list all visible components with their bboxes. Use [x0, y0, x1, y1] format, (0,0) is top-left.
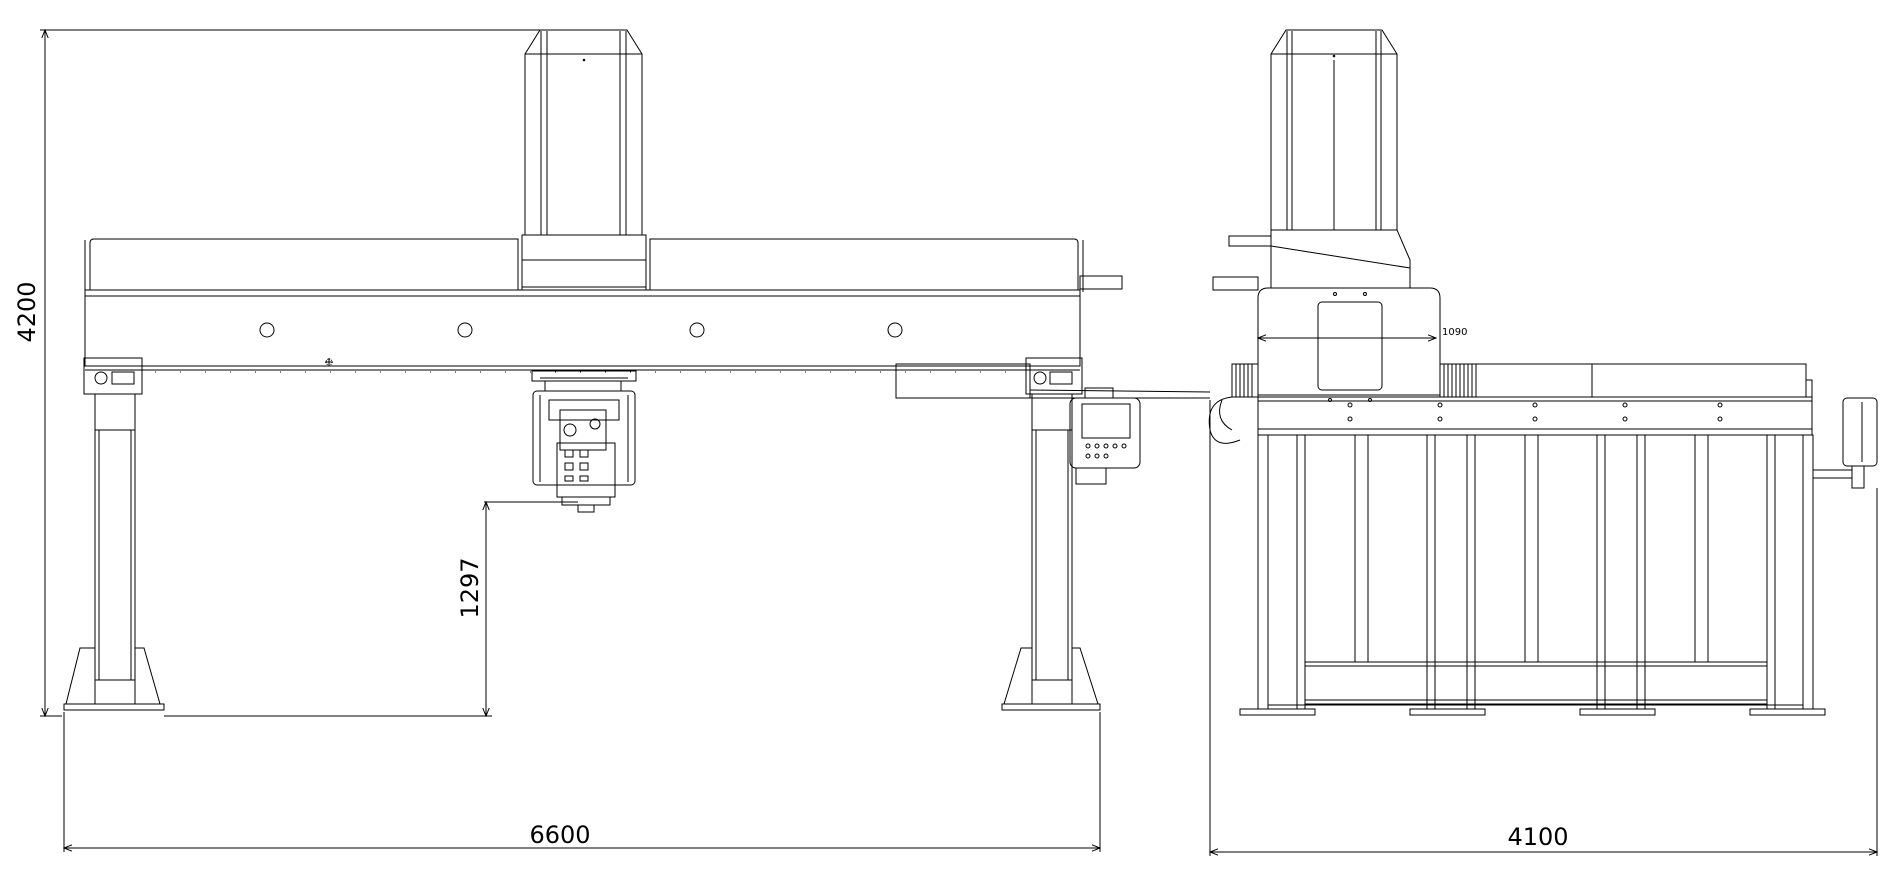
spindle-head — [532, 371, 636, 512]
dim-label-1090: 1090 — [1442, 327, 1467, 338]
right-column — [1002, 358, 1100, 710]
dim-overall-height — [40, 30, 540, 716]
dim-spindle-clearance — [164, 502, 578, 716]
dim-label-1297: 1297 — [456, 557, 484, 618]
side-adapter — [1213, 230, 1410, 290]
bellows-left — [1209, 364, 1258, 443]
dim-label-4200: 4200 — [13, 281, 41, 342]
front-view — [64, 30, 1210, 710]
dimensions — [40, 30, 1877, 856]
control-pendant — [1070, 388, 1140, 484]
beam-extension — [896, 364, 1210, 398]
dim-front-width — [64, 712, 1100, 852]
side-rail — [1258, 364, 1812, 429]
front-carriage — [522, 235, 646, 290]
front-motor-housing — [525, 30, 642, 235]
side-motor-housing — [1271, 30, 1397, 230]
side-pendant — [1813, 398, 1877, 488]
side-view — [1209, 30, 1877, 715]
gantry-beam — [85, 290, 1080, 372]
dim-label-6600: 6600 — [529, 821, 590, 849]
beam-covers — [85, 239, 1122, 292]
left-column — [64, 358, 164, 710]
dim-label-4100: 4100 — [1507, 823, 1568, 851]
side-carriage — [1258, 288, 1440, 402]
bellows-right — [1440, 364, 1476, 397]
dim-side-depth — [1210, 400, 1877, 856]
side-frame — [1240, 429, 1825, 715]
